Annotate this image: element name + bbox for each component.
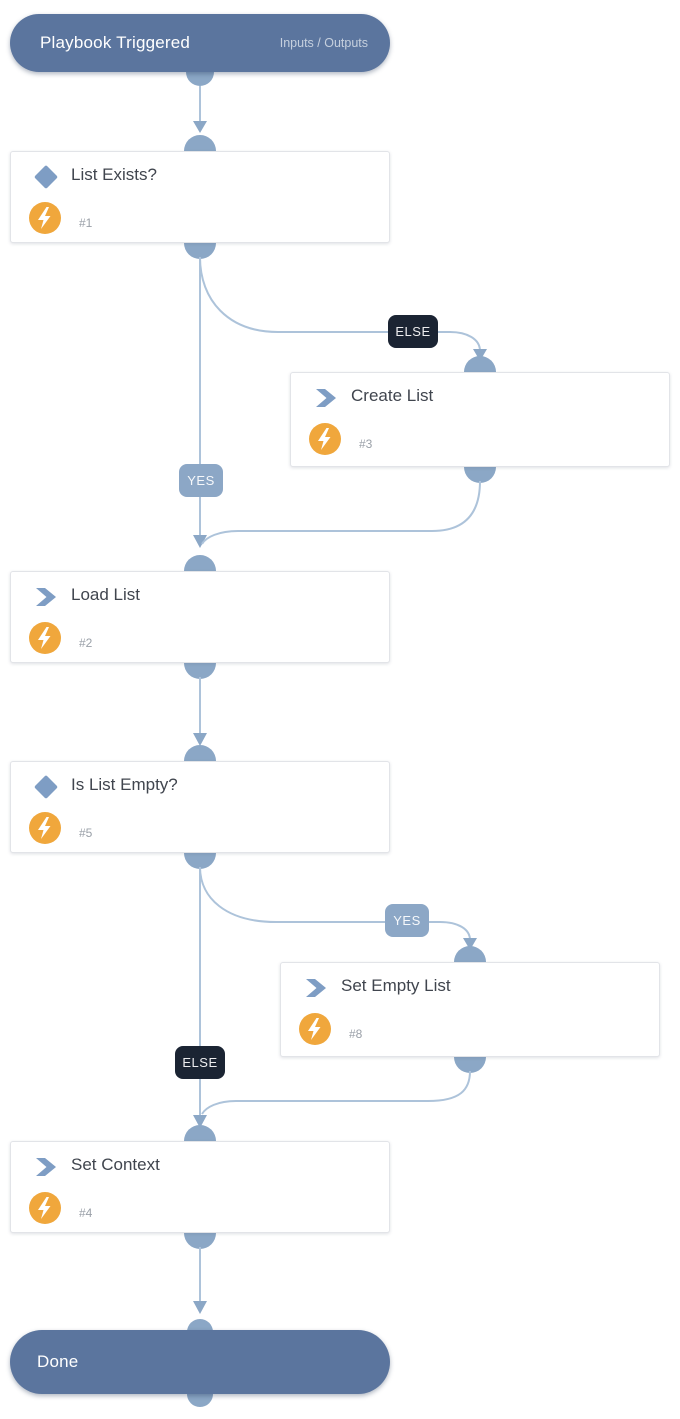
branch-label-text: ELSE xyxy=(182,1055,218,1070)
arrowhead xyxy=(193,733,207,746)
task-title: Create List xyxy=(351,386,434,405)
branch-label-text: YES xyxy=(393,913,421,928)
automation-bolt-icon xyxy=(29,622,61,654)
task-chevron-icon xyxy=(33,1154,59,1180)
start-node-title: Playbook Triggered xyxy=(40,33,191,52)
connector-line xyxy=(201,1070,471,1115)
task-chevron-icon xyxy=(303,975,329,1001)
connector-dome xyxy=(187,1394,213,1407)
task-title: Load List xyxy=(71,585,140,604)
branch-label-text: ELSE xyxy=(395,324,431,339)
task-title: List Exists? xyxy=(71,165,157,184)
task-card-load-list[interactable]: Load List #2 xyxy=(10,571,390,663)
task-number: #2 xyxy=(79,636,93,650)
arrowhead xyxy=(193,535,207,548)
node-done[interactable]: Done xyxy=(10,1330,390,1394)
connector-dome xyxy=(184,135,216,151)
connector-dome xyxy=(454,946,486,962)
connector-dome xyxy=(184,555,216,571)
condition-diamond-icon xyxy=(33,774,59,800)
task-number: #8 xyxy=(349,1027,363,1041)
arrowhead xyxy=(463,938,477,950)
branch-label-else: ELSE xyxy=(175,1046,225,1079)
task-number: #3 xyxy=(359,437,373,451)
connector-dome xyxy=(184,243,216,259)
done-node-title: Done xyxy=(37,1352,79,1371)
branch-label-yes: YES xyxy=(179,464,223,497)
automation-bolt-icon xyxy=(309,423,341,455)
connector-dome xyxy=(184,745,216,761)
connector-dome xyxy=(184,1125,216,1141)
task-card-list-exists[interactable]: List Exists? #1 xyxy=(10,151,390,243)
connector-dome xyxy=(464,467,496,483)
connector-line xyxy=(201,480,481,545)
automation-bolt-icon xyxy=(299,1013,331,1045)
branch-label-yes: YES xyxy=(385,904,429,937)
node-playbook-triggered[interactable]: Playbook Triggered Inputs / Outputs xyxy=(10,14,390,72)
connector-dome xyxy=(186,72,214,86)
task-number: #4 xyxy=(79,1206,93,1220)
connector-dome xyxy=(184,663,216,679)
task-chevron-icon xyxy=(33,584,59,610)
task-card-is-list-empty[interactable]: Is List Empty? #5 xyxy=(10,761,390,853)
connector-dome xyxy=(454,1057,486,1073)
task-title: Set Empty List xyxy=(341,976,451,995)
branch-label-else: ELSE xyxy=(388,315,438,348)
connector-line xyxy=(199,866,471,941)
connector-dome xyxy=(187,1319,213,1332)
task-title: Set Context xyxy=(71,1155,160,1174)
task-card-set-empty-list[interactable]: Set Empty List #8 xyxy=(280,962,660,1057)
arrowhead xyxy=(193,121,207,133)
automation-bolt-icon xyxy=(29,202,61,234)
automation-bolt-icon xyxy=(29,1192,61,1224)
branch-label-text: YES xyxy=(187,473,215,488)
automation-bolt-icon xyxy=(29,812,61,844)
task-number: #1 xyxy=(79,216,93,230)
connector-dome xyxy=(464,356,496,372)
task-card-create-list[interactable]: Create List #3 xyxy=(290,372,670,467)
arrowhead xyxy=(193,1301,207,1314)
connector-dome xyxy=(184,853,216,869)
inputs-outputs-link[interactable]: Inputs / Outputs xyxy=(279,36,368,50)
task-number: #5 xyxy=(79,826,93,840)
arrowhead xyxy=(193,1115,207,1128)
task-title: Is List Empty? xyxy=(71,775,178,794)
task-card-set-context[interactable]: Set Context #4 xyxy=(10,1141,390,1233)
connector-line xyxy=(199,256,481,352)
arrowhead xyxy=(473,349,487,361)
condition-diamond-icon xyxy=(33,164,59,190)
connector-dome xyxy=(184,1233,216,1249)
task-chevron-icon xyxy=(313,385,339,411)
